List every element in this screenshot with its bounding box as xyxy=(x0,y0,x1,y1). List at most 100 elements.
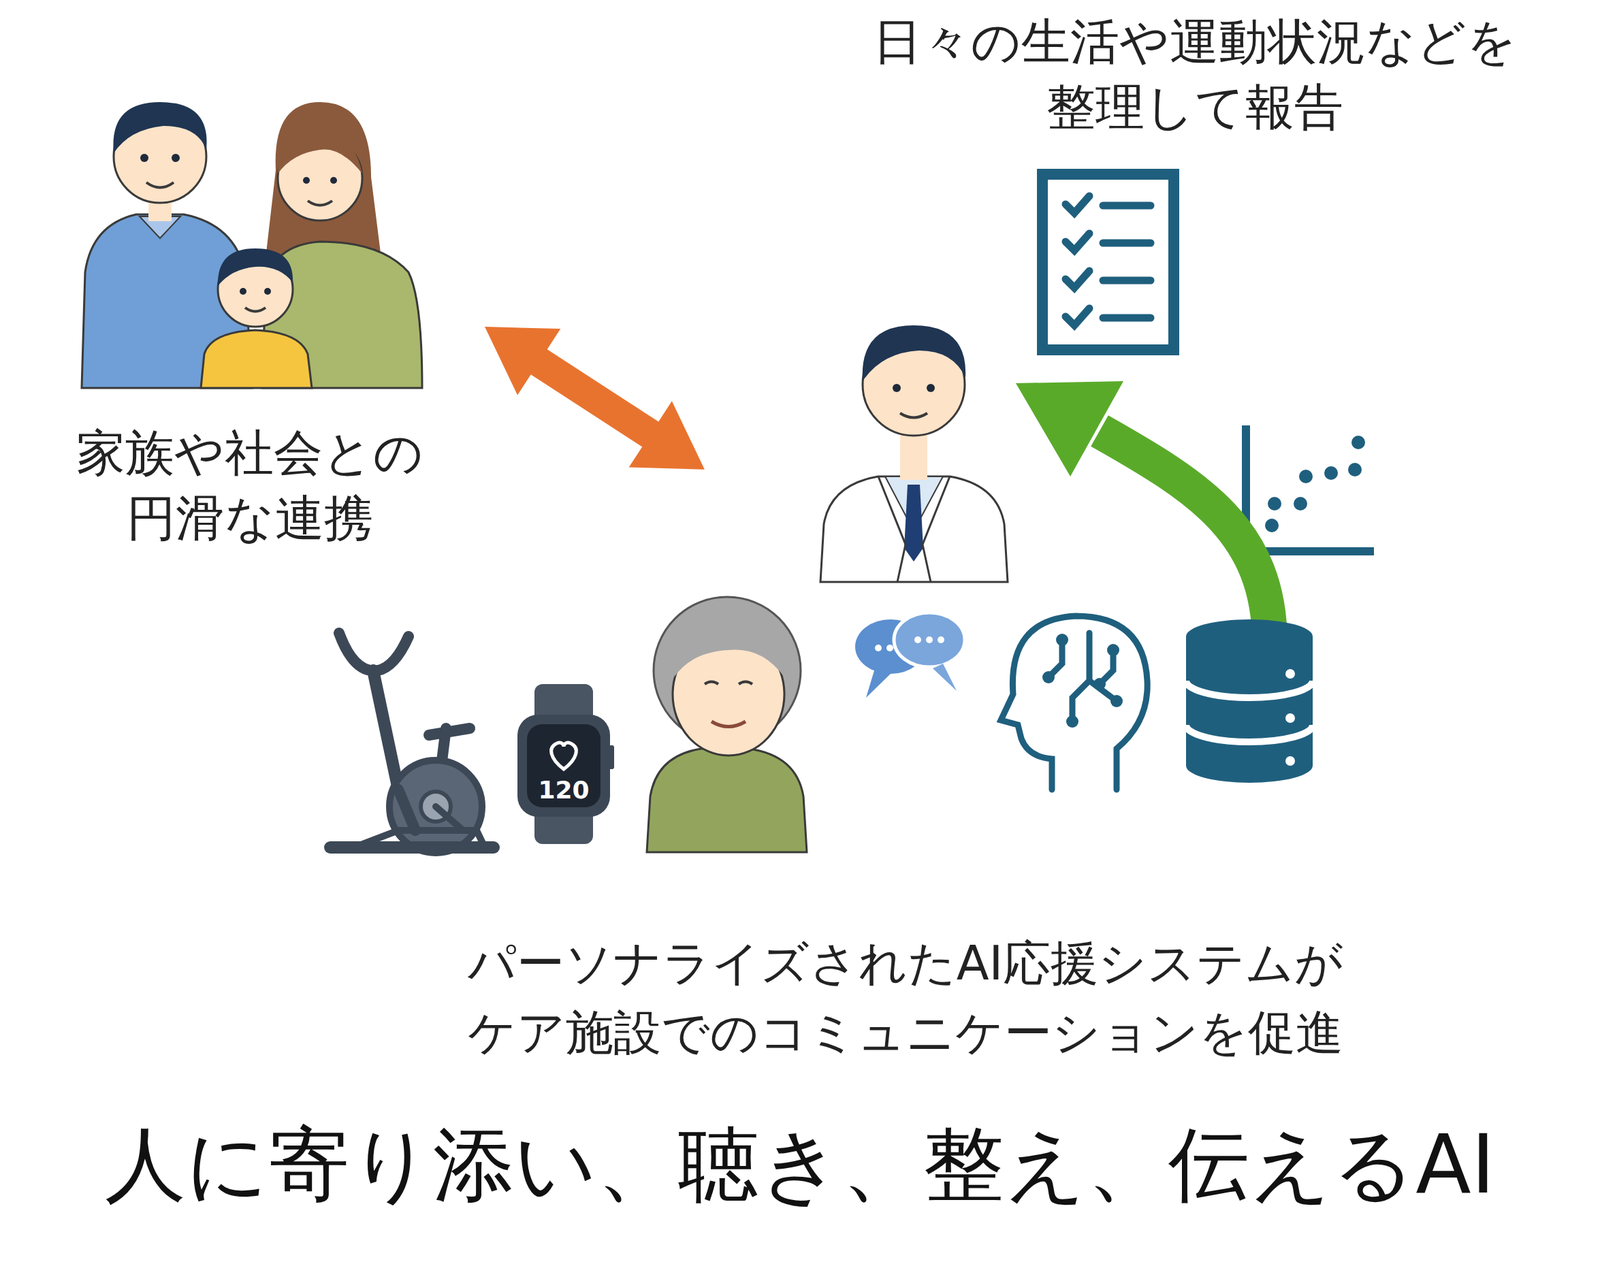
doctor-illustration-part xyxy=(904,484,924,562)
double-arrow xyxy=(462,293,726,503)
database-icon-part xyxy=(1285,756,1295,766)
exercise-bike-part xyxy=(435,806,463,831)
smartwatch-part xyxy=(517,714,611,818)
ai-head-icon-part-part xyxy=(1093,678,1106,691)
green-arrow xyxy=(1015,381,1270,644)
ai-head-icon-part xyxy=(1000,616,1148,790)
smartwatch-part xyxy=(608,745,615,770)
checklist-icon-part-part xyxy=(1102,239,1151,248)
speech-bubbles-part xyxy=(893,612,965,668)
elderly-woman-part xyxy=(711,721,746,728)
doctor-illustration-part xyxy=(892,384,901,393)
family-illustration-part xyxy=(239,288,247,295)
database-icon-part xyxy=(1186,725,1313,743)
database-icon xyxy=(1186,619,1313,783)
database-icon-part xyxy=(1186,636,1313,783)
scatter-icon-part xyxy=(1324,466,1338,480)
speech-bubbles-part xyxy=(937,636,945,644)
scatter-icon xyxy=(1245,425,1374,552)
speech-bubbles xyxy=(855,612,965,698)
ai-head-icon-part-part xyxy=(1056,633,1069,647)
doctor-illustration-part xyxy=(862,325,966,382)
exercise-bike-part xyxy=(389,760,483,854)
doctor-illustration-part xyxy=(900,413,928,419)
family-illustration-part xyxy=(264,288,271,295)
speech-bubbles-part xyxy=(886,644,894,652)
exercise-bike xyxy=(330,633,494,854)
family-label: 家族や社会との 円滑な連携 xyxy=(32,420,468,552)
family-illustration xyxy=(81,102,423,389)
doctor-illustration-part xyxy=(878,476,950,583)
exercise-bike-part xyxy=(354,830,485,848)
smartwatch-part xyxy=(526,724,601,808)
scatter-icon-part xyxy=(1299,469,1313,484)
ai-head-icon-part-part xyxy=(1042,671,1055,684)
checklist-icon-part-part xyxy=(1102,202,1151,210)
family-illustration-part xyxy=(217,248,293,286)
smartwatch-part xyxy=(551,742,577,770)
ai-head-icon-part-part xyxy=(1066,715,1079,728)
exercise-bike-part xyxy=(373,670,399,790)
ai-head-icon-part xyxy=(1042,633,1123,728)
checklist-icon-part xyxy=(1042,174,1174,350)
ai-head-icon-part xyxy=(1072,633,1090,722)
elderly-woman xyxy=(646,597,807,853)
exercise-bike-part xyxy=(398,789,416,831)
heart-rate-value: 120 xyxy=(537,776,589,805)
family-illustration-part xyxy=(307,200,333,206)
family-illustration-part xyxy=(265,102,382,259)
speech-bubbles-part xyxy=(914,636,922,644)
scatter-icon-part xyxy=(1265,518,1279,533)
green-arrow-part xyxy=(1099,430,1270,644)
checklist-icon-part-part xyxy=(1065,308,1090,326)
scatter-icon-part xyxy=(1267,497,1282,511)
family-illustration-part xyxy=(146,182,174,188)
speech-bubbles-part xyxy=(932,663,957,692)
doctor-illustration xyxy=(820,325,1008,583)
family-illustration-part xyxy=(171,153,180,163)
doctor-illustration-part xyxy=(820,476,1008,583)
doctor-illustration-part xyxy=(926,384,935,393)
green-arrow-part xyxy=(1015,381,1124,477)
family-illustration-part xyxy=(245,307,266,312)
checklist-icon xyxy=(1042,174,1174,350)
report-label: 日々の生活や運動状況などを 整理して報告 xyxy=(796,9,1594,141)
ai-head-icon-part-part xyxy=(1110,695,1123,708)
scatter-icon-part xyxy=(1348,462,1362,477)
family-illustration-part xyxy=(277,132,363,174)
checklist-icon-part-part xyxy=(1065,196,1090,214)
node-text: 家族や社会との 円滑な連携 xyxy=(32,420,468,552)
family-illustration-part xyxy=(302,177,310,184)
elderly-woman-part xyxy=(704,682,753,685)
title: 人に寄り添い、聴き、整え、伝えるAI xyxy=(0,1116,1600,1214)
elderly-woman-part xyxy=(674,629,785,678)
ai-head-icon xyxy=(1000,616,1148,790)
family-illustration-part xyxy=(200,330,312,389)
speech-bubbles-part xyxy=(866,668,892,698)
database-icon-part xyxy=(1285,669,1295,679)
database-icon-part xyxy=(1186,619,1313,654)
checklist-icon-part xyxy=(1065,196,1151,326)
caption: パーソナライズされたAI応援システムが ケア施設でのコミュニケーションを促進 xyxy=(381,929,1430,1068)
database-icon-part xyxy=(1285,713,1295,724)
checklist-icon-part-part xyxy=(1102,277,1151,285)
database-icon-part xyxy=(1186,680,1313,698)
scatter-icon-part xyxy=(1293,497,1308,511)
family-illustration-part xyxy=(140,153,149,163)
smartwatch xyxy=(517,684,615,845)
speech-bubbles-part xyxy=(925,636,933,644)
checklist-icon-part-part xyxy=(1065,233,1090,251)
scatter-icon-part xyxy=(1245,425,1374,552)
checklist-icon-part-part xyxy=(1102,314,1151,323)
checklist-icon-part-part xyxy=(1065,270,1090,288)
elderly-woman-part xyxy=(646,748,807,853)
node-text: 日々の生活や運動状況などを 整理して報告 xyxy=(796,9,1594,141)
double-arrow-part xyxy=(462,293,726,503)
ai-head-icon-part-part xyxy=(1107,644,1120,657)
speech-bubbles-part xyxy=(874,644,882,652)
scatter-icon-part xyxy=(1351,435,1366,450)
family-illustration-part xyxy=(330,177,338,184)
family-illustration-part xyxy=(113,102,207,154)
